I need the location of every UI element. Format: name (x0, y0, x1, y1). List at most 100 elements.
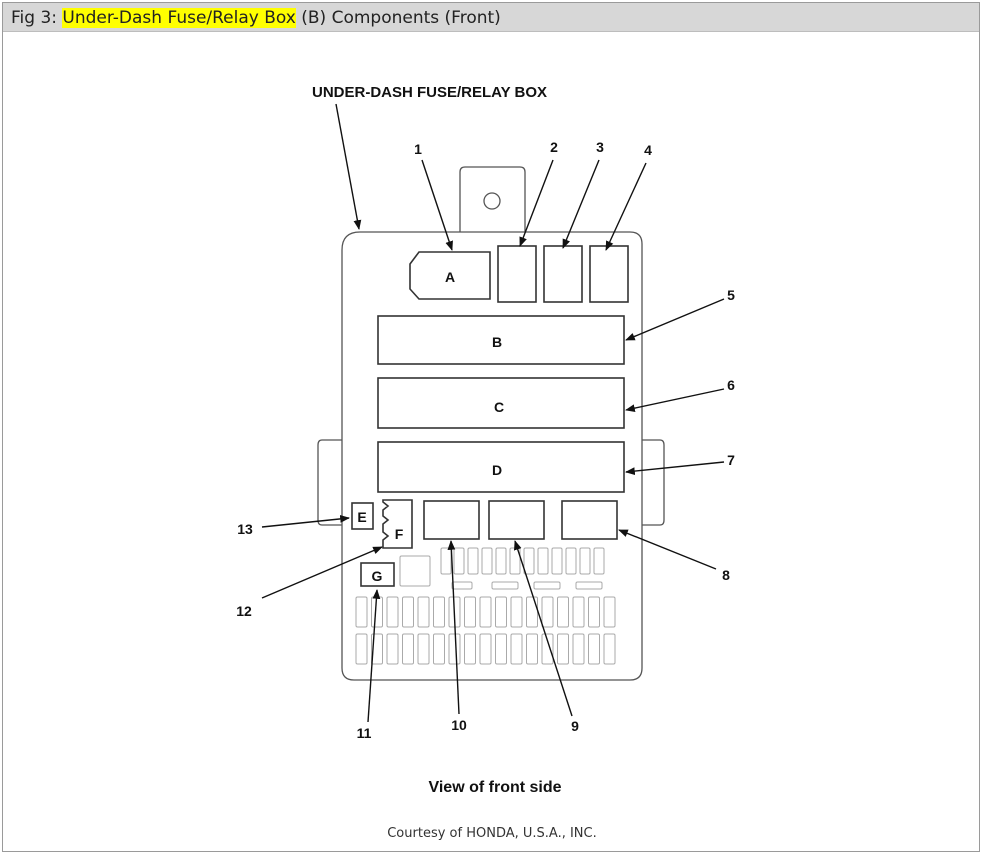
relay-slot-4 (589, 245, 629, 303)
fuse-slot (572, 596, 585, 628)
component-b-label: B (492, 334, 502, 350)
figure-caption: Fig 3: Under-Dash Fuse/Relay Box (B) Com… (11, 8, 501, 28)
fuse-slot (495, 547, 507, 575)
fuse-slot (371, 596, 383, 628)
fuse-slot (467, 547, 479, 575)
fuse-slot (526, 633, 538, 665)
component-e: E (351, 502, 374, 530)
right-side-tab (642, 439, 665, 526)
courtesy-text: Courtesy of HONDA, U.S.A., INC. (387, 826, 597, 841)
fuse-slot (402, 633, 414, 665)
fuse-slot (603, 596, 616, 628)
fuse-slot (491, 581, 519, 590)
callout-13: 13 (237, 521, 253, 537)
fuse-slot (593, 547, 605, 575)
component-d: D (377, 441, 625, 493)
fuse-slot (440, 547, 452, 575)
fuse-slot (386, 596, 399, 628)
component-a: A (409, 251, 491, 300)
fuse-slot-grid (355, 547, 616, 665)
fuse-slot (371, 633, 383, 665)
fuse-slot (399, 555, 431, 587)
callout-10: 10 (451, 717, 467, 733)
fuse-slot (510, 633, 523, 665)
fuse-slot (523, 547, 535, 575)
callout-1: 1 (414, 141, 422, 157)
relay-slot-10 (423, 500, 480, 540)
figure-frame: Fig 3: Under-Dash Fuse/Relay Box (B) Com… (2, 2, 980, 852)
fuse-slot (479, 633, 492, 665)
view-label: View of front side (428, 779, 561, 796)
fuse-slot (464, 596, 476, 628)
callout-2: 2 (550, 139, 558, 155)
relay-slot-9 (488, 500, 545, 540)
component-e-label: E (357, 509, 366, 525)
fuse-slot (565, 547, 577, 575)
component-a-label: A (445, 269, 455, 285)
callout-12: 12 (236, 603, 252, 619)
fuse-slot (464, 633, 476, 665)
callout-11: 11 (357, 725, 372, 741)
fuse-slot (537, 547, 549, 575)
fuse-slot (557, 633, 569, 665)
caption-highlight: Under-Dash Fuse/Relay Box (62, 8, 296, 28)
fuse-slot (510, 596, 523, 628)
caption-prefix: Fig 3: (11, 8, 63, 28)
callout-9: 9 (571, 718, 579, 734)
callout-7: 7 (727, 452, 735, 468)
fuse-slot (402, 596, 414, 628)
component-f-label: F (395, 526, 404, 542)
fuse-slot (481, 547, 493, 575)
caption-suffix: (B) Components (Front) (295, 8, 501, 28)
left-side-tab (317, 439, 342, 526)
relay-slot-2 (497, 245, 537, 303)
fuse-slot (355, 596, 368, 628)
fuse-slot (603, 633, 616, 665)
component-g: G (360, 562, 395, 587)
fuse-slot (526, 596, 538, 628)
component-g-label: G (372, 568, 383, 584)
fuse-slot (572, 633, 585, 665)
component-b: B (377, 315, 625, 365)
diagram-title: UNDER-DASH FUSE/RELAY BOX (312, 84, 547, 101)
callout-5: 5 (727, 287, 735, 303)
callout-4: 4 (644, 142, 652, 158)
fuse-slot (355, 633, 368, 665)
fuse-slot (541, 596, 554, 628)
component-c-label: C (494, 399, 504, 415)
fuse-slot (417, 633, 430, 665)
fuse-slot (551, 547, 563, 575)
fuse-slot (533, 581, 561, 590)
component-d-label: D (492, 462, 502, 478)
component-c: C (377, 377, 625, 429)
fuse-slot (588, 633, 600, 665)
fuse-slot (557, 596, 569, 628)
title-leader (335, 103, 362, 230)
fuse-slot (417, 596, 430, 628)
fuse-slot (575, 581, 603, 590)
mounting-hole (483, 192, 501, 210)
callout-6: 6 (727, 377, 735, 393)
fuse-slot (451, 581, 473, 590)
callout-8: 8 (722, 567, 730, 583)
fuse-box-body (341, 231, 643, 681)
component-f: F (382, 499, 413, 549)
relay-slot-3 (543, 245, 583, 303)
fuse-slot (433, 596, 445, 628)
fuse-slot (588, 596, 600, 628)
fuse-slot (453, 547, 465, 575)
fuse-slot (541, 633, 554, 665)
fuse-slot (433, 633, 445, 665)
fuse-slot (579, 547, 591, 575)
fuse-slot (495, 596, 507, 628)
mounting-tab (459, 166, 526, 232)
callout-3: 3 (596, 139, 604, 155)
fuse-slot (448, 633, 461, 665)
fuse-slot (386, 633, 399, 665)
fuse-slot (479, 596, 492, 628)
fuse-slot (495, 633, 507, 665)
callouts: 1 2 3 4 5 6 7 8 9 10 11 12 13 (236, 139, 735, 741)
caption-bar: Fig 3: Under-Dash Fuse/Relay Box (B) Com… (3, 3, 979, 32)
relay-slot-8 (561, 500, 618, 540)
